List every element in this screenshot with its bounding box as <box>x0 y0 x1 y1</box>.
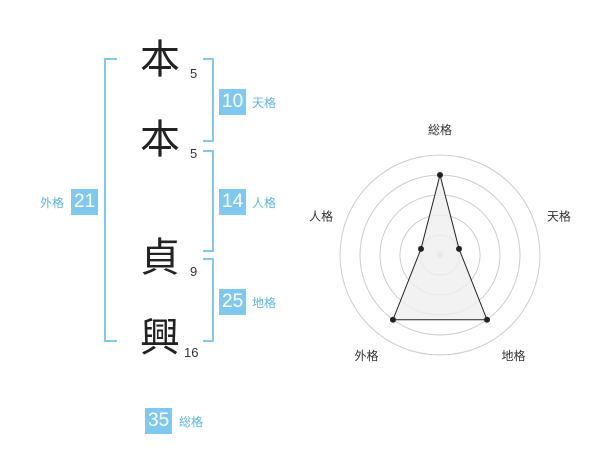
tenkaku-value: 10 <box>219 89 247 115</box>
stroke-count-3: 9 <box>190 264 198 279</box>
soukaku-label: 総格 <box>179 415 204 429</box>
bracket-gaikaku <box>104 58 117 342</box>
radar-ring <box>339 154 541 356</box>
kanji-1: 本 <box>140 37 180 83</box>
kanji-2: 本 <box>140 117 180 163</box>
radar-point-3 <box>484 316 491 323</box>
tenkaku-label: 天格 <box>252 96 277 110</box>
radar-polygon <box>392 174 488 321</box>
kanji-3: 貞 <box>140 235 180 281</box>
bracket-jinkaku <box>203 150 214 252</box>
jinkaku-value: 14 <box>219 189 247 215</box>
kanji-4: 興 <box>140 315 180 361</box>
jinkaku-label: 人格 <box>252 196 277 210</box>
chikaku-label: 地格 <box>252 296 277 310</box>
stroke-count-1: 5 <box>190 66 198 81</box>
radar-axis-label-5: 人格 <box>309 208 333 223</box>
radar-points <box>389 172 491 323</box>
stroke-count-2: 5 <box>190 146 198 161</box>
chikaku-value: 25 <box>219 289 247 315</box>
bracket-tenkaku <box>203 58 214 142</box>
radar-axis-label-1: 総格 <box>428 122 452 137</box>
bracket-chikaku <box>203 258 214 342</box>
radar-axis-label-3: 地格 <box>501 348 525 363</box>
radar-point-2 <box>456 245 463 252</box>
radar-point-5 <box>417 245 424 252</box>
radar-point-1 <box>437 172 443 178</box>
soukaku-value: 35 <box>145 408 173 434</box>
radar-axis-label-4: 外格 <box>355 348 379 363</box>
radar-point-4 <box>389 316 396 323</box>
gaikaku-label: 外格 <box>40 196 65 210</box>
gaikaku-value: 21 <box>71 189 99 215</box>
stroke-count-4: 16 <box>184 345 199 360</box>
radar-axis-label-2: 天格 <box>547 208 571 223</box>
